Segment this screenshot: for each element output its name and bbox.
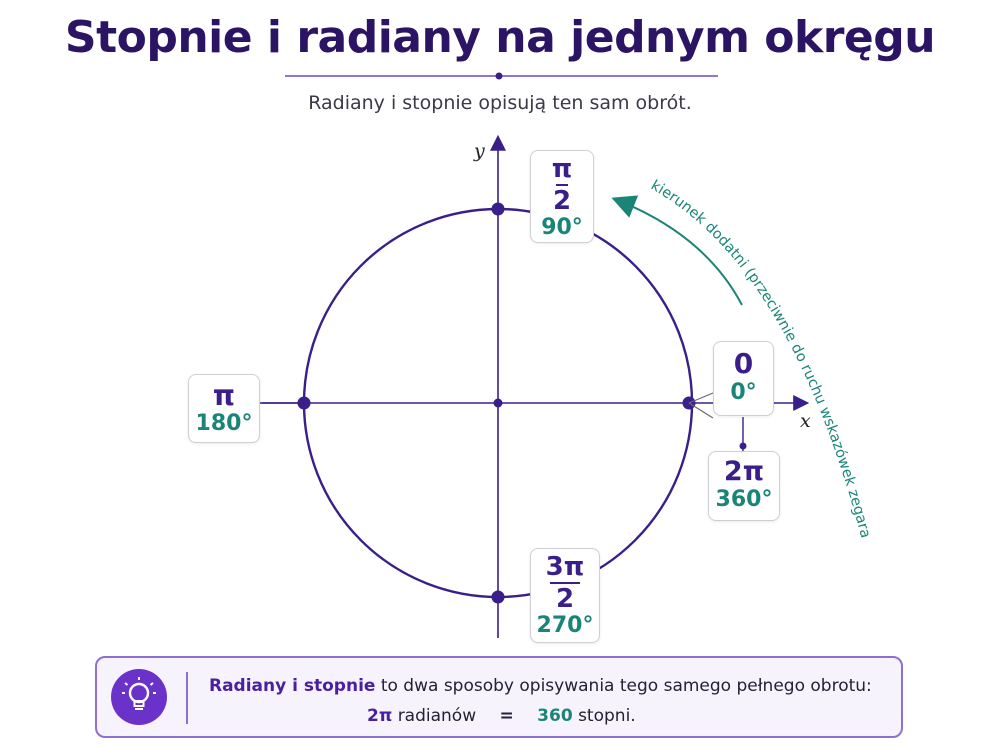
lightbulb-icon — [111, 669, 167, 725]
radian-180: π — [212, 379, 236, 412]
direction-arrow — [611, 195, 743, 306]
radian-0: 0 — [733, 347, 754, 380]
label-180: π 180° — [188, 374, 260, 443]
info-separator — [186, 672, 188, 724]
info-line-1: Radiany i stopnie to dwa sposoby opisywa… — [209, 676, 872, 696]
degree-90: 90° — [541, 215, 583, 240]
fraction-bar — [549, 582, 581, 584]
label-0: 0 0° — [713, 341, 774, 416]
degree-360: 360° — [715, 487, 773, 512]
x-axis-label: x — [800, 410, 811, 432]
point-center — [493, 398, 503, 408]
info-equals: = — [499, 706, 514, 726]
info-unit-degrees: stopni. — [578, 706, 636, 726]
info-text: to dwa sposoby opisywania tego samego pe… — [375, 676, 872, 696]
page-subtitle: Radiany i stopnie opisują ten sam obrót. — [308, 92, 692, 114]
info-value-degrees: 360 — [537, 706, 573, 726]
fraction-bar — [555, 184, 569, 186]
point-90 — [491, 202, 505, 216]
title-underline-dot — [495, 72, 503, 80]
radian-90-num: π — [551, 154, 573, 184]
y-axis-label: y — [473, 140, 485, 162]
point-270 — [491, 590, 505, 604]
info-unit-radians: radianów — [397, 706, 477, 726]
label-360: 2π 360° — [708, 451, 780, 521]
info-box: Radiany i stopnie to dwa sposoby opisywa… — [95, 656, 903, 738]
page-title: Stopnie i radiany na jednym okręgu — [64, 12, 936, 63]
label-270: 3π 2 270° — [530, 548, 600, 643]
connector-0b — [688, 402, 714, 419]
degree-180: 180° — [195, 411, 253, 436]
connector-360-dot — [739, 442, 747, 450]
radian-270-num: 3π — [545, 552, 585, 582]
connector-0 — [688, 392, 714, 404]
label-90: π 2 90° — [530, 150, 594, 243]
degree-270: 270° — [536, 613, 594, 638]
degree-0: 0° — [730, 380, 757, 405]
radian-360: 2π — [723, 456, 765, 487]
info-line-2: 2π radianów = 360 stopni. — [367, 706, 636, 726]
radian-90-den: 2 — [552, 186, 572, 216]
radian-270-den: 2 — [555, 584, 575, 614]
radian-270: 3π 2 — [546, 553, 585, 613]
info-bold-text: Radiany i stopnie — [209, 676, 376, 696]
radian-90: π 2 — [552, 155, 573, 215]
info-value-radians: 2π — [367, 706, 393, 726]
